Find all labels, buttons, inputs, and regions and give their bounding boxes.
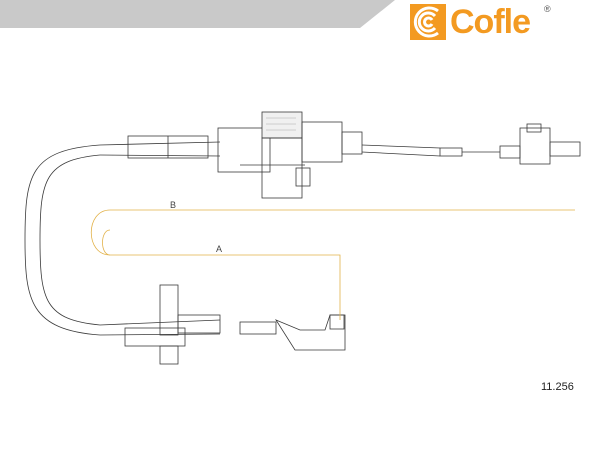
registered-mark: ®	[544, 4, 551, 14]
lower-bracket-plate	[124, 327, 186, 347]
lower-bracket-base	[159, 345, 179, 365]
lower-end-hole	[329, 314, 345, 330]
adjuster-clip	[295, 167, 311, 187]
cofle-logo-icon	[410, 4, 446, 40]
inner-wire-bottom	[361, 151, 441, 157]
adjuster-nut	[261, 111, 303, 139]
cable-sheath-outer	[24, 144, 101, 336]
banner-stripe	[0, 0, 395, 28]
part-number: 11.256	[541, 381, 574, 393]
dimension-line-a	[102, 229, 111, 256]
adjuster-collar	[301, 121, 343, 163]
lower-cable-bottom	[99, 333, 221, 336]
header-banner	[0, 0, 395, 28]
adjuster-body-left	[217, 127, 271, 173]
threaded-rod	[499, 145, 521, 159]
wire-sleeve	[439, 147, 463, 157]
lower-bracket-post	[159, 284, 179, 336]
dimension-line-b	[90, 209, 575, 320]
lower-end-rod	[239, 321, 277, 335]
lower-end-fork	[274, 314, 346, 351]
cable-top-line-1	[99, 141, 221, 146]
end-thread	[549, 141, 581, 157]
end-cap	[526, 123, 542, 133]
inner-wire-top	[361, 144, 441, 149]
brand-name: Cofle	[450, 3, 531, 41]
lower-sleeve	[177, 314, 221, 334]
adjuster-end	[341, 131, 363, 155]
dimension-label-a: A	[216, 244, 222, 254]
lower-cable-top	[99, 319, 221, 326]
dimension-label-b: B	[170, 200, 176, 210]
cable-sheath-inner	[39, 154, 101, 326]
cable-top-line-2	[99, 154, 221, 157]
end-fitting	[519, 127, 551, 165]
